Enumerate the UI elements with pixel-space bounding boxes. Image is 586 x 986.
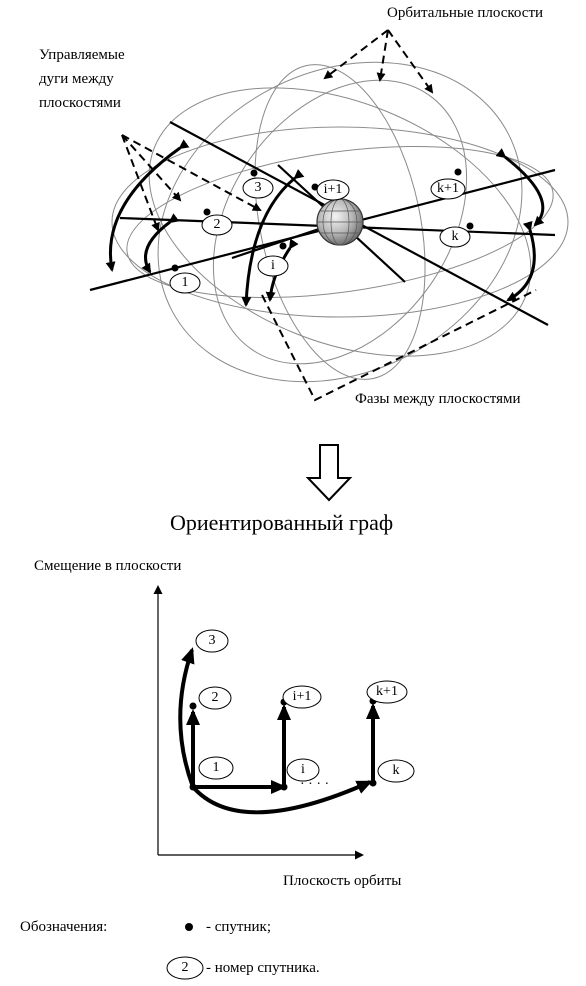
oval-i <box>257 255 289 277</box>
arc-right <box>495 148 545 227</box>
satellite-dot-1 <box>171 264 179 272</box>
satellite-dot-k <box>466 222 474 230</box>
node-dot-1 <box>189 783 197 791</box>
node-label-i1: i+1 <box>292 689 312 704</box>
sat-label-k1: k+1 <box>437 181 459 196</box>
sat-label-i1: i+1 <box>323 182 343 197</box>
node-label-k1: k+1 <box>376 684 398 699</box>
legend-dot-description: - спутник; <box>206 919 271 935</box>
satellite-dot-i <box>279 242 287 250</box>
label-phases: Фазы между плоскостями <box>355 391 521 407</box>
node-label-1: 1 <box>212 760 220 775</box>
sat-label-3: 3 <box>254 180 262 195</box>
node-label-k: k <box>392 763 400 778</box>
graph-oval-i1 <box>282 685 322 709</box>
inclined-orbit-1 <box>157 61 523 383</box>
oval-3 <box>242 177 274 199</box>
arc-center-1 <box>241 169 305 307</box>
down-arrow-icon <box>305 444 353 502</box>
arc-left-inner <box>141 213 180 274</box>
graph-oval-1 <box>198 756 234 780</box>
dash-orbital-2 <box>376 29 389 82</box>
graph-oval-i <box>286 758 320 782</box>
node-label-2: 2 <box>211 690 219 705</box>
arc-right-lower <box>506 220 536 302</box>
dash-orbital-1 <box>323 29 389 80</box>
edge-1-to-k <box>191 780 373 815</box>
arc-left-outer <box>105 139 190 272</box>
satellite-dot-k1 <box>454 168 462 176</box>
graph-oval-2 <box>198 686 232 710</box>
oval-i1 <box>316 179 350 201</box>
oval-k1 <box>430 178 466 200</box>
label-controlled-arcs-line3: плоскостями <box>39 95 121 111</box>
node-dot-2 <box>189 702 197 710</box>
label-orbital-planes: Орбитальные плоскости <box>387 5 544 21</box>
satellite-dot-3 <box>250 169 258 177</box>
dash-controlled-3 <box>121 134 182 202</box>
graph-y-axis-label: Смещение в плоскости <box>34 558 182 574</box>
legend-dot-icon <box>185 923 193 931</box>
graph-ellipsis-dots: · · · · <box>300 777 330 792</box>
node-dot-i <box>280 783 288 791</box>
dash-orbital-3 <box>387 29 434 94</box>
constellation-diagram <box>89 29 569 402</box>
oval-2 <box>201 214 233 236</box>
satellite-dot-2 <box>203 208 211 216</box>
graph-oval-k1 <box>366 680 408 704</box>
legend-oval-description: - номер спутника. <box>206 960 320 976</box>
graph-oval-k <box>377 759 415 783</box>
sat-label-2: 2 <box>213 217 221 232</box>
satellite-ovals <box>169 177 471 294</box>
graph-oval-3 <box>195 629 229 653</box>
sat-label-k: k <box>451 229 459 244</box>
legend-oval-icon <box>166 956 204 980</box>
oval-1 <box>169 272 201 294</box>
label-controlled-arcs-line1: Управляемые <box>39 47 125 63</box>
dash-phases <box>261 289 537 402</box>
oval-k <box>439 226 471 248</box>
earth-globe <box>316 198 364 246</box>
sat-label-i: i <box>271 258 275 273</box>
node-label-3: 3 <box>208 633 216 648</box>
graph-x-axis-label: Плоскость орбиты <box>283 873 402 889</box>
sat-label-1: 1 <box>181 275 189 290</box>
label-controlled-arcs-line2: дуги между <box>39 71 114 87</box>
graph-title: Ориентированный граф <box>170 510 394 535</box>
oriented-graph <box>153 585 415 860</box>
satellite-dots <box>171 168 474 272</box>
legend-oval-number: 2 <box>181 960 189 975</box>
node-dot-k <box>369 779 377 787</box>
edge-1-to-3 <box>178 647 195 788</box>
inclined-orbit-4 <box>212 79 468 365</box>
legend-heading: Обозначения: <box>20 919 108 935</box>
node-label-i: i <box>301 762 305 777</box>
